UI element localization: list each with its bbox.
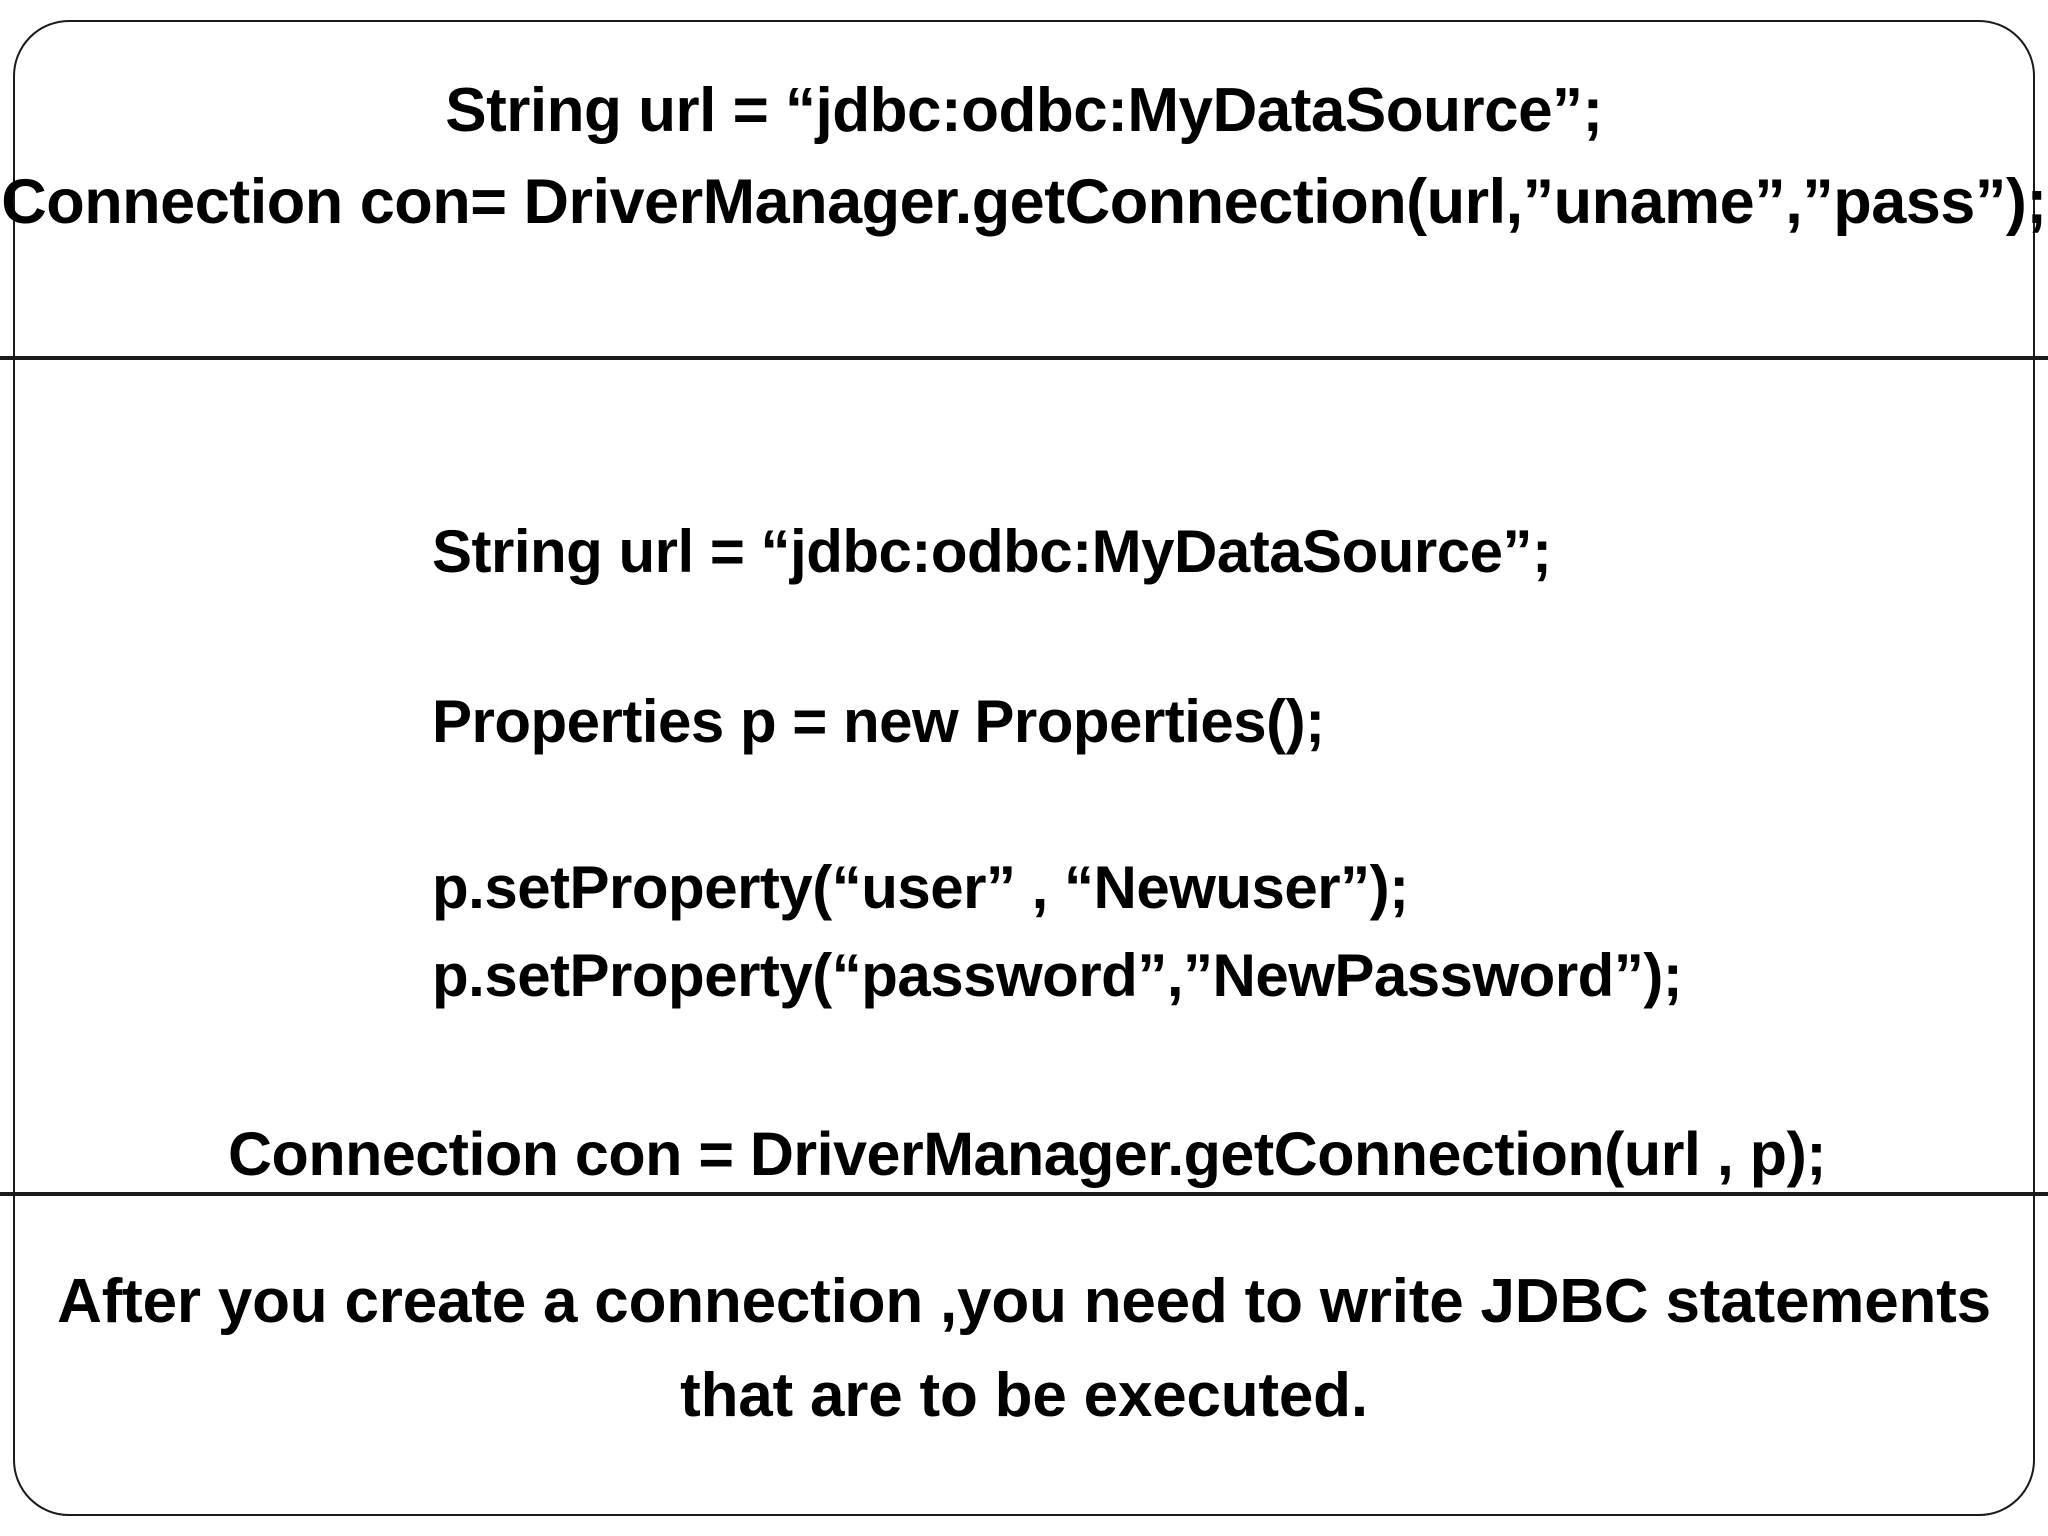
note-line-2: that are to be executed. [680,1361,1368,1430]
code-line-properties-new: Properties p = new Properties(); [432,688,1325,755]
code-line-getconnection-properties: Connection con = DriverManager.getConnec… [228,1120,1827,1188]
code-line-url-declaration-2: String url = “jdbc:odbc:MyDataSource”; [432,518,1552,585]
code-spacer [432,582,2035,692]
code-block-properties: String url = “jdbc:odbc:MyDataSource”; P… [13,360,2035,1192]
code-block-credentials: String url = “jdbc:odbc:MyDataSource”; C… [1,22,2047,356]
note-block-jdbc-statements: After you create a connection ,you need … [13,1196,2035,1514]
code-line-getconnection-credentials: Connection con= DriverManager.getConnect… [1,167,2047,237]
code-line-setproperty-password: p.setProperty(“password”,”NewPassword”); [432,942,1683,1009]
code-spacer [432,752,2035,858]
section-divider-bottom [0,1192,2048,1196]
section-divider-top [0,356,2048,360]
code-line-setproperty-user: p.setProperty(“user” , “Newuser”); [432,854,1409,921]
note-line-1: After you create a connection ,you need … [57,1267,1991,1336]
code-line-url-declaration: String url = “jdbc:odbc:MyDataSource”; [445,76,1603,145]
code-spacer [432,1006,2035,1124]
